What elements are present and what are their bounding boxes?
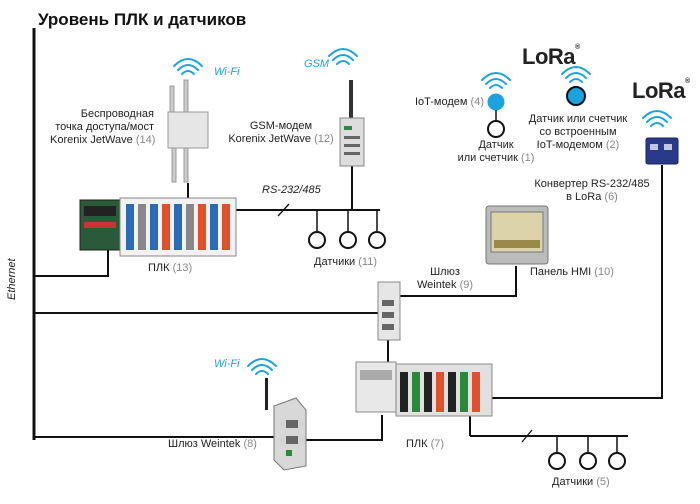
link-hmi <box>394 266 517 297</box>
iot-modem-icon <box>487 93 505 111</box>
gsm-modem-device <box>339 80 365 167</box>
sensor-5c <box>608 452 626 470</box>
wifi-arcs-converter <box>642 110 672 127</box>
wifi-label-ap: Wi-Fi <box>214 66 240 78</box>
sensor-meter-label: Датчик или счетчик (1) <box>457 139 535 164</box>
plc7-label: ПЛК (7) <box>406 438 445 450</box>
sensors11-label: Датчики (11) <box>314 256 378 268</box>
page-title: Уровень ПЛК и датчиков <box>38 10 247 29</box>
wifi-label-gateway8: Wi-Fi <box>214 358 240 370</box>
link-converter <box>490 165 663 399</box>
gsm-modem-label: GSM-модем Korenix JetWave (12) <box>228 120 334 145</box>
sensor-2-icon <box>566 86 586 106</box>
converter-label: Конвертер RS-232/485 в LoRa (6) <box>534 178 650 203</box>
gateway8-device <box>265 378 307 471</box>
access-point-device <box>167 79 209 183</box>
sensor-iot-label: Датчик или счетчик со встроенным IoT-мод… <box>528 113 628 151</box>
plc13-label: ПЛК (13) <box>148 262 193 274</box>
sensor-11c <box>368 231 386 249</box>
gsm-label: GSM <box>304 58 330 70</box>
access-point-label: Беспроводная точка доступа/мост Korenix … <box>50 108 156 146</box>
converter-device <box>645 137 679 165</box>
lora-logo-1: LoRa® <box>522 44 580 69</box>
gateway8-label: Шлюз Weintek (8) <box>168 438 257 450</box>
hmi-label: Панель HMI (10) <box>530 266 614 278</box>
wifi-arcs-gsm <box>328 48 358 65</box>
hmi-device <box>485 205 549 265</box>
wifi-arcs-ap <box>173 58 203 75</box>
iot-modem-label: IoT-модем (4) <box>414 96 484 108</box>
link-plc13 <box>34 248 109 277</box>
link-gateway8 <box>302 415 383 441</box>
sensor-11b <box>339 231 357 249</box>
sensor-1-icon <box>487 120 505 138</box>
sensors5-label: Датчики (5) <box>552 476 610 488</box>
gateway9-label: Шлюз Weintek (9) <box>416 266 474 291</box>
plc7-device <box>355 361 493 417</box>
ethernet-label: Ethernet <box>6 258 18 300</box>
rs-slash-bottom <box>521 429 533 443</box>
sensor-5b <box>579 452 597 470</box>
wifi-arcs-gateway8 <box>247 358 277 375</box>
gateway9-device <box>377 281 401 341</box>
rs485-label: RS-232/485 <box>262 184 321 196</box>
lora-logo-2: LoRa® <box>632 78 690 103</box>
plc13-device <box>79 197 237 257</box>
rs-slash <box>277 203 290 217</box>
wifi-arcs-iot <box>481 72 511 89</box>
sensor-11a <box>308 231 326 249</box>
wifi-arcs-sensor2 <box>561 66 591 83</box>
sensor-5a <box>548 452 566 470</box>
